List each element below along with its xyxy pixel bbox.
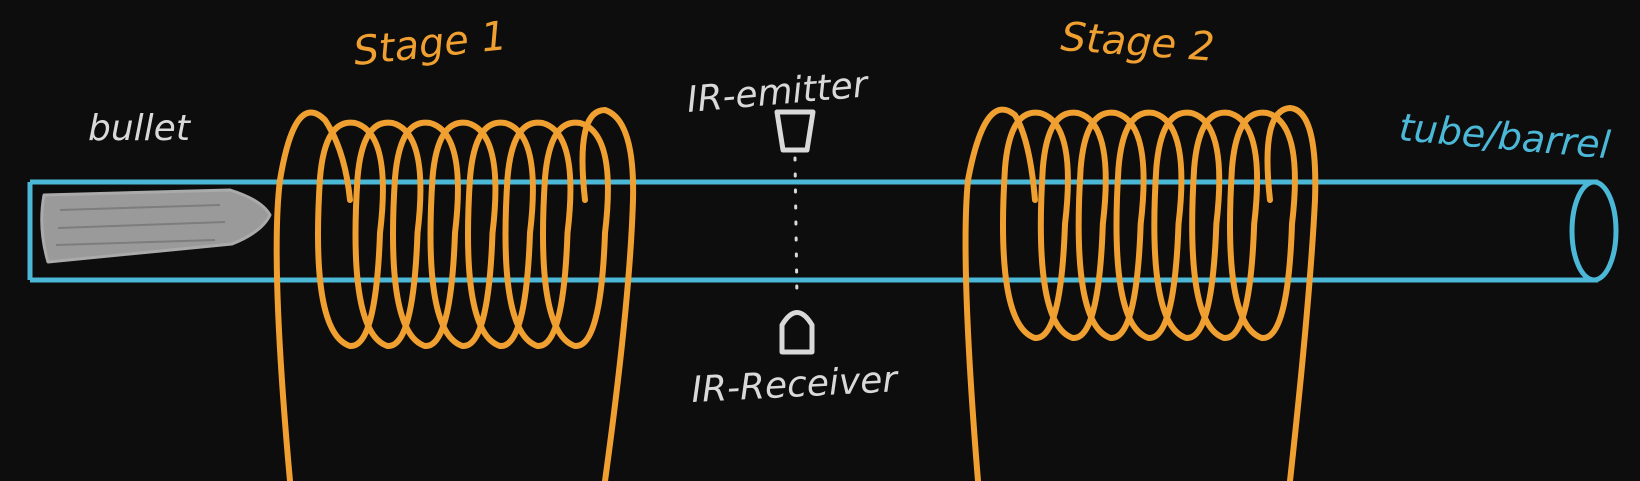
ir-emitter-label: IR-emitter — [685, 64, 871, 121]
stage1-coil-loop-7 — [540, 119, 611, 349]
stage2-lead-left — [962, 106, 1038, 481]
ir-receiver-label: IR-Receiver — [690, 359, 900, 411]
stage1-lead-left — [273, 109, 353, 481]
ir-receiver-icon — [779, 310, 815, 355]
tube-barrel — [27, 179, 1619, 283]
stage1-label: Stage 1 — [351, 13, 509, 75]
stage2-coil-loop-2 — [1037, 109, 1109, 341]
stage2-coil-loop-1 — [1000, 109, 1071, 341]
stage1-coil — [273, 106, 637, 481]
stage1-coil-loop-2 — [352, 119, 424, 349]
stage2-label: Stage 2 — [1059, 14, 1216, 71]
stage1-coil-loop-5 — [465, 119, 536, 349]
ir-emitter-icon — [774, 109, 816, 153]
stage2-coil-loop-3 — [1075, 109, 1147, 341]
stage2-coil-loop-5 — [1151, 109, 1223, 341]
stage1-coil-loop-6 — [502, 119, 574, 349]
stage1-coil-loop-1 — [315, 119, 386, 349]
stage2-coil — [962, 104, 1319, 481]
tube-barrel-label: tube/barrel — [1397, 105, 1612, 167]
bullet-label: bullet — [88, 108, 192, 149]
bullet — [40, 188, 272, 264]
stage2-coil-loop-4 — [1113, 109, 1185, 341]
stage2-lead-right — [1264, 104, 1319, 481]
stage2-coil-loop-6 — [1189, 109, 1261, 341]
stage1-coil-loop-3 — [390, 119, 461, 349]
stage2-coil-loop-7 — [1227, 109, 1298, 341]
tube-right-opening — [1569, 179, 1619, 283]
stage1-coil-loop-4 — [427, 119, 499, 349]
